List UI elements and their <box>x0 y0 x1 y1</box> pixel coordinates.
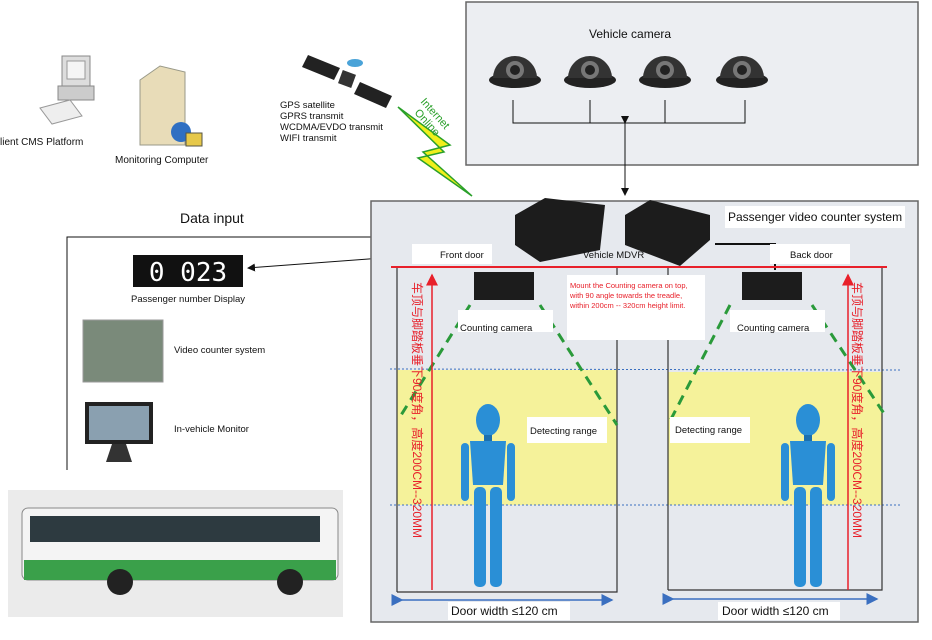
in-vehicle-monitor-icon <box>85 402 153 462</box>
front-detecting-range-label: Detecting range <box>530 426 597 437</box>
vehicle-camera-panel <box>465 1 919 166</box>
satellite-line: GPRS transmit <box>280 111 344 122</box>
passenger-number-display <box>133 255 243 287</box>
passenger-count: 0 023 <box>149 258 227 288</box>
front-door-frame <box>396 268 618 593</box>
lightning-bolt-icon <box>397 106 473 197</box>
back-counting-camera-icon <box>742 272 802 300</box>
mounting-note-box <box>567 275 705 340</box>
client-computer-icon <box>39 55 95 125</box>
system-title: Passenger video counter system <box>728 210 902 224</box>
back-detecting-range-label: Detecting range <box>675 425 742 436</box>
front-counting-camera-label: Counting camera <box>460 323 533 334</box>
front-counting-camera-icon <box>474 272 534 300</box>
satellite-icon <box>302 55 392 108</box>
satellite-line: WCDMA/EVDO transmit <box>280 122 383 133</box>
bus-image <box>8 490 343 617</box>
back-counting-camera-label: Counting camera <box>737 323 810 334</box>
back-door-label: Back door <box>790 250 833 261</box>
in-vehicle-monitor-label: In-vehicle Monitor <box>174 424 249 435</box>
passenger-display-label: Passenger number Display <box>131 294 245 305</box>
client-cms-label: lient CMS Platform <box>0 137 83 148</box>
front-door-width-label: Door width ≤120 cm <box>451 604 558 618</box>
monitoring-computer-icon <box>139 65 203 147</box>
mdvr-device-icon <box>515 198 710 266</box>
front-height-note: 车顶与脚踏板垂下90度角，高度200CM--320MM <box>410 282 425 538</box>
back-door-width-label: Door width ≤120 cm <box>722 604 829 618</box>
video-counter-label: Video counter system <box>174 345 265 356</box>
video-counter-thumbnail <box>82 319 164 383</box>
data-input-label: Data input <box>180 210 244 226</box>
front-door-label: Front door <box>440 250 484 261</box>
mounting-note-line: with 90 angle towards the treadle, <box>569 291 682 300</box>
monitoring-computer-label: Monitoring Computer <box>115 155 209 166</box>
mounting-note-line: within 200cm -- 320cm height limit. <box>569 301 685 310</box>
camera-wiring <box>512 100 746 124</box>
data-input-line <box>66 233 511 470</box>
satellite-line: WIFI transmit <box>280 133 337 144</box>
mounting-note-line: Mount the Counting camera on top, <box>570 281 688 290</box>
vehicle-camera-title: Vehicle camera <box>589 27 671 41</box>
back-height-note: 车顶与脚踏板垂下90度角，高度200CM--320MM <box>850 282 865 538</box>
mdvr-label: Vehicle MDVR <box>583 250 644 261</box>
satellite-line: GPS satellite <box>280 100 335 111</box>
